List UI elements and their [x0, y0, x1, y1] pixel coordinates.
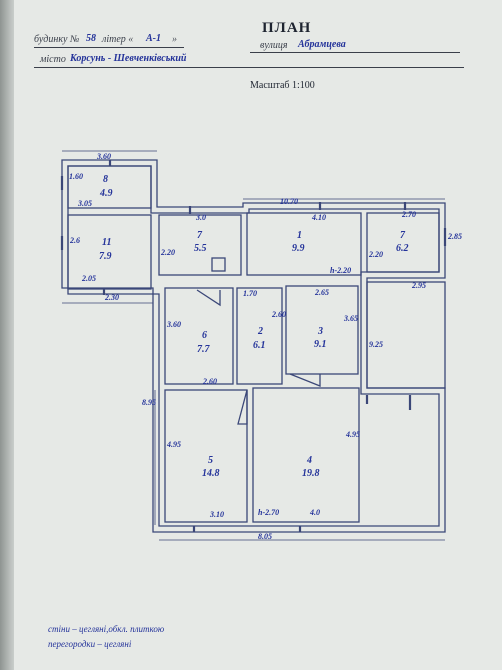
dim-2-30: 2.30	[105, 293, 119, 302]
house-number: 58	[86, 33, 96, 44]
dim-4-95b: 4.95	[346, 430, 360, 439]
window-marks	[60, 160, 447, 532]
room-7b-id: 7	[400, 230, 405, 241]
dim-3-0: 3.0	[196, 213, 206, 222]
dim-2-60b: 2.60	[272, 310, 286, 319]
room-2-id: 2	[258, 326, 263, 337]
dim-2-6: 2.6	[70, 236, 80, 245]
dim-2-85: 2.85	[448, 232, 462, 241]
outer-wall	[61, 159, 446, 533]
city-value: Корсунь - Шевченківський	[70, 53, 187, 64]
room-1-id: 1	[297, 230, 302, 241]
room-11-id: 11	[102, 237, 112, 248]
room-4-area: 19.8	[302, 468, 320, 479]
dim-2-20a: 2.20	[161, 248, 175, 257]
room-2-area: 6.1	[253, 340, 266, 351]
dim-9-25: 9.25	[369, 340, 383, 349]
room-7a-id: 7	[197, 230, 202, 241]
dim-2-65: 2.65	[315, 288, 329, 297]
room-4-id: 4	[307, 455, 312, 466]
stove	[211, 257, 226, 272]
walls-note: стіни – цеглянi,обкл. плиткою	[48, 624, 165, 634]
room-3-id: 3	[318, 326, 323, 337]
partitions-note: перегородки – цеглянi	[48, 639, 132, 649]
street-underline	[250, 52, 460, 53]
dim-3-60b: 3.60	[167, 320, 181, 329]
dim-8-05: 8.05	[258, 532, 272, 541]
room-outline-2	[236, 287, 283, 385]
room-5-area: 14.8	[202, 468, 220, 479]
scale-label: Масштаб 1:100	[250, 80, 315, 91]
dim-h-2-20: h-2.20	[330, 266, 352, 275]
document-sheet	[14, 0, 502, 670]
room-outline-3	[285, 285, 359, 375]
room-5-id: 5	[208, 455, 213, 466]
room-8-area: 4.9	[100, 188, 113, 199]
room-outline-6	[164, 287, 234, 385]
dim-8-95: 8.95	[142, 398, 156, 407]
street-value: Абрамцева	[298, 39, 346, 50]
room-outline-11	[67, 214, 152, 290]
room-outline-7a	[158, 214, 242, 276]
room-3-area: 9.1	[314, 339, 327, 350]
dim-4-10: 4.10	[312, 213, 326, 222]
dim-2-95: 2.95	[412, 281, 426, 290]
litera-label: літер «	[102, 34, 134, 45]
house-underline	[34, 47, 184, 48]
litera-close: »	[172, 34, 177, 45]
dim-1-60: 1.60	[69, 172, 83, 181]
room-1-area: 9.9	[292, 243, 305, 254]
room-7b-area: 6.2	[396, 243, 409, 254]
dim-2-20b: 2.20	[369, 250, 383, 259]
house-label: будинку №	[34, 34, 80, 45]
room-outline-7b	[366, 212, 440, 273]
room-8-id: 8	[103, 174, 108, 185]
room-6-id: 6	[202, 330, 207, 341]
dim-2-05: 2.05	[82, 274, 96, 283]
page-title: ПЛАН	[262, 20, 312, 36]
street-label: вулиця	[260, 40, 288, 51]
room-11-area: 7.9	[99, 251, 112, 262]
dim-1-70: 1.70	[243, 289, 257, 298]
stair-detail	[196, 289, 321, 425]
dim-3-60: 3.60	[97, 152, 111, 161]
dim-3-10: 3.10	[210, 510, 224, 519]
room-6-area: 7.7	[197, 344, 210, 355]
dim-2-60: 2.60	[203, 377, 217, 386]
dim-h-2-70: h-2.70	[258, 508, 280, 517]
litera-value: А-1	[146, 33, 161, 44]
room-outline-1	[246, 212, 362, 276]
room-outline-4	[252, 387, 360, 523]
dim-4-0: 4.0	[310, 508, 320, 517]
dim-10-70: 10.70	[280, 197, 298, 206]
room-outline-5	[164, 389, 248, 523]
dim-2-70-top: 2.70	[402, 210, 416, 219]
city-underline	[34, 67, 464, 68]
dim-4-95a: 4.95	[167, 440, 181, 449]
room-7a-area: 5.5	[194, 243, 207, 254]
veranda-outline	[366, 281, 446, 389]
dimension-lines	[62, 150, 445, 541]
dim-3-05: 3.05	[78, 199, 92, 208]
dim-3-65: 3.65	[344, 314, 358, 323]
city-label: місто	[40, 54, 66, 65]
book-binding	[0, 0, 14, 670]
